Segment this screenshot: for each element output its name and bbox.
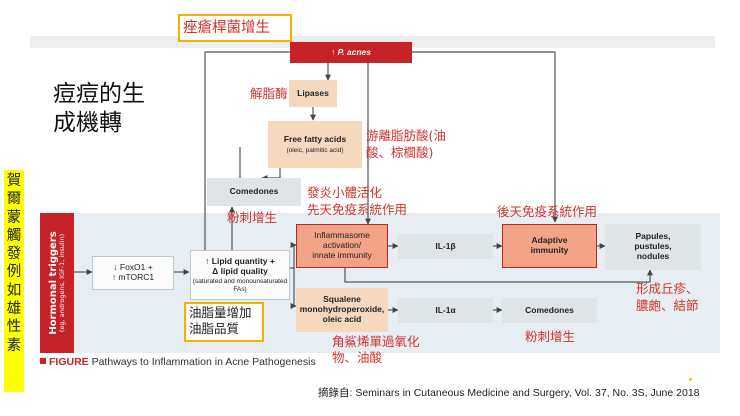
il1b-box: IL-1β <box>398 234 493 259</box>
adaptive-line2: immunity <box>530 245 569 255</box>
papules-box: Papules, pustules, nodules <box>605 224 701 270</box>
title-highlight-box <box>178 14 292 42</box>
lipase-cn-label: 解脂酶 <box>250 86 288 101</box>
lipid-quantity-box: ↑ Lipid quantity + Δ lipid quality (satu… <box>190 250 290 300</box>
lipid-cn-highlight-box <box>184 302 264 342</box>
comedo-cn-bottom: 粉刺增生 <box>525 329 576 344</box>
adaptive-immunity-box: Adaptive immunity <box>502 224 597 268</box>
squalene-line3: oleic acid <box>322 313 362 324</box>
lipid-quantity-label: ↑ Lipid quantity + <box>205 255 275 266</box>
il1a-label: IL-1α <box>435 304 456 315</box>
lipases-box: Lipases <box>289 80 337 107</box>
figure-title: Pathways to Inflammation in Acne Pathoge… <box>91 356 316 368</box>
papules-cn-line2: 膿皰、結節 <box>636 298 699 313</box>
yellow-dot <box>689 378 692 381</box>
ffa-cn-line1: 游離脂肪酸(油 <box>366 128 446 143</box>
lipases-label: Lipases <box>297 87 329 98</box>
source-citation: 摘錄自: Seminars in Cutaneous Medicine and … <box>318 387 700 399</box>
hormonal-triggers-subtitle: (eg, androgens, IGF-1, insulin) <box>57 233 66 333</box>
il1b-label: IL-1β <box>435 240 456 251</box>
p-acnes-label: ↑ P. acnes <box>330 46 371 57</box>
papules-cn-line1: 形成丘疹、 <box>636 281 699 296</box>
title-text: 痤瘡桿菌增生 <box>183 20 270 36</box>
adaptive-line1: Adaptive <box>531 235 568 246</box>
free-fatty-acids-box: Free fatty acids (oleic, palmitic acid) <box>268 121 362 168</box>
hormone-trigger-vertical-label: 賀爾蒙觸發例如雄性素 <box>4 170 24 392</box>
slide-heading-line1: 痘痘的生 <box>53 81 145 107</box>
inflamm-cn-line2: 先天免疫系統作用 <box>307 202 408 217</box>
slide-heading-line2: 成機轉 <box>53 110 122 136</box>
squalene-cn-line2: 物、油酸 <box>332 350 383 365</box>
figure-label: FIGURE <box>49 356 89 368</box>
ffa-title: Free fatty acids <box>283 133 347 144</box>
squalene-cn-line1: 角鯊烯單過氧化 <box>332 334 420 349</box>
hormonal-triggers-box: Hormonal triggers (eg, androgens, IGF-1,… <box>40 213 74 353</box>
inflammasome-line2: activation/ <box>322 240 362 251</box>
foxo1-mtorc1-box: ↓ FoxO1 + ↑ mTORC1 <box>92 256 174 290</box>
papules-line3: nodules <box>636 250 670 261</box>
caption-square-icon <box>40 358 46 364</box>
adaptive-cn-label: 後天免疫系統作用 <box>497 204 598 219</box>
lipid-cn-line2: 油脂品質 <box>189 321 240 336</box>
ffa-cn-line2: 酸、棕櫚酸) <box>366 145 434 160</box>
lipid-cn-line1: 油脂量增加 <box>189 305 252 320</box>
squalene-box: Squalene monohydroperoxide, oleic acid <box>296 288 388 332</box>
lipid-subtitle: (saturated and monounsaturated FAs) <box>192 278 288 293</box>
figure-caption: FIGURE Pathways to Inflammation in Acne … <box>40 356 316 368</box>
comedones-bottom-box: Comedones <box>502 298 597 323</box>
comedones-top-label: Comedones <box>229 186 279 197</box>
squalene-line1: Squalene <box>323 294 361 305</box>
mtorc1-label: ↑ mTORC1 <box>111 272 155 282</box>
papules-line2: pustules, <box>634 241 672 252</box>
p-acnes-box: ↑ P. acnes <box>290 42 412 63</box>
papules-line1: Papules, <box>635 231 671 242</box>
inflammasome-box: Inflammasome activation/ innate immunity <box>296 224 388 268</box>
inflammasome-line1: Inflammasome <box>314 230 370 241</box>
comedones-bottom-label: Comedones <box>525 304 574 315</box>
inflammasome-line3: innate immunity <box>312 249 372 260</box>
il1a-box: IL-1α <box>398 298 493 323</box>
foxo1-label: ↓ FoxO1 + <box>113 262 153 273</box>
inflamm-cn-line1: 發炎小體活化 <box>307 185 383 200</box>
comedo-cn-top: 粉刺增生 <box>227 210 278 225</box>
ffa-subtitle: (oleic, palmitic acid) <box>286 146 344 154</box>
squalene-line2: monohydroperoxide, <box>299 304 385 315</box>
lipid-quality-label: Δ lipid quality <box>212 265 268 276</box>
comedones-top-box: Comedones <box>207 178 301 206</box>
